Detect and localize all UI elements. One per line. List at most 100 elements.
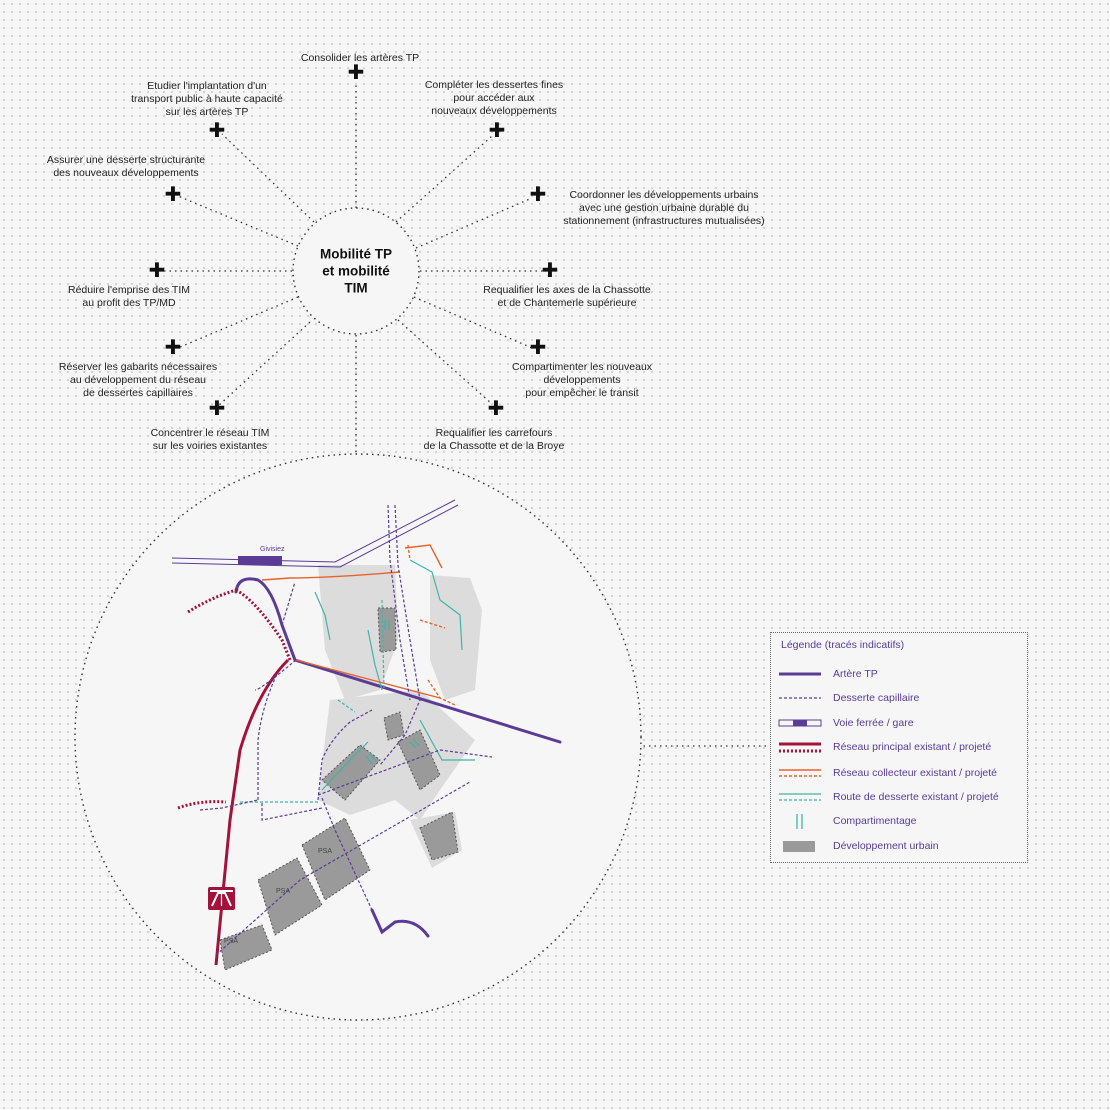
legend-item: Artère TP bbox=[771, 666, 1027, 684]
developpement-urbain-icon bbox=[783, 841, 815, 852]
center-hub-circle bbox=[292, 207, 420, 335]
development-block bbox=[377, 607, 397, 653]
reseau-collecteur-projete bbox=[407, 544, 411, 561]
rail-line bbox=[171, 504, 459, 568]
legend-item-label: Desserte capillaire bbox=[833, 692, 920, 704]
compartimentage-marks bbox=[365, 620, 420, 765]
reseau-collecteur bbox=[261, 544, 456, 706]
action-label: Requalifier les axes de la Chassotte et … bbox=[483, 284, 651, 309]
artere-tp bbox=[234, 577, 562, 744]
plus-icon: ✚ bbox=[148, 260, 166, 282]
development-block bbox=[301, 817, 371, 901]
desserte-capillaire-line bbox=[317, 709, 373, 801]
action-label: Compléter les dessertes fines pour accéd… bbox=[424, 79, 564, 117]
action-label: Etudier l'implantation d'un transport pu… bbox=[131, 80, 283, 118]
development-block bbox=[419, 811, 459, 861]
desserte-capillaire-line bbox=[257, 671, 279, 800]
spoke bbox=[221, 133, 315, 223]
legend-item: Voie ferrée / gare bbox=[771, 715, 1027, 733]
built-zone bbox=[430, 575, 482, 700]
reseau-principal bbox=[177, 588, 292, 966]
desserte-capillaire-line bbox=[387, 504, 411, 701]
desserte-capillaire-line bbox=[215, 781, 471, 956]
desserte-capillaire-icon bbox=[779, 697, 821, 699]
railway bbox=[171, 499, 459, 568]
action-label: Réduire l'emprise des TIM au profit des … bbox=[67, 284, 191, 309]
plus-icon: ✚ bbox=[487, 398, 505, 420]
legend-item-label: Compartimentage bbox=[833, 815, 917, 827]
desserte-capillaire-line bbox=[317, 749, 493, 796]
route-desserte-existant bbox=[419, 719, 475, 761]
legend-item: Développement urbain bbox=[771, 838, 1027, 856]
development-block bbox=[321, 744, 381, 801]
development-blocks bbox=[219, 607, 459, 971]
desserte-capillaire bbox=[199, 504, 493, 956]
spoke bbox=[397, 319, 493, 405]
action-label: Réserver les gabarits nécessaires au dév… bbox=[58, 361, 218, 399]
spoke bbox=[415, 197, 533, 249]
route-desserte-projete bbox=[381, 599, 385, 691]
compartimentage-mark bbox=[409, 741, 417, 749]
plus-icon: ✚ bbox=[208, 120, 226, 142]
plus-icon: ✚ bbox=[347, 62, 365, 84]
legend-title: Légende (tracés indicatifs) bbox=[781, 639, 905, 651]
reseau-principal-projete bbox=[187, 588, 237, 614]
route-desserte-existant bbox=[321, 741, 369, 791]
legend-item-label: Voie ferrée / gare bbox=[833, 717, 914, 729]
reseau-principal-icon bbox=[779, 742, 821, 753]
built-zone bbox=[318, 565, 398, 700]
development-block bbox=[383, 711, 405, 741]
reseau-principal-projete bbox=[235, 588, 292, 661]
arteres-tp bbox=[234, 577, 562, 938]
psa-label: PSA bbox=[318, 848, 333, 855]
legend-item-label: Artère TP bbox=[833, 668, 878, 680]
spoke bbox=[177, 195, 299, 247]
desserte-capillaire-line bbox=[321, 797, 373, 911]
reseau-collecteur-existant bbox=[295, 659, 441, 699]
route-desserte-existant bbox=[439, 599, 463, 651]
development-block bbox=[397, 729, 441, 791]
psa-label: PSA bbox=[224, 938, 239, 945]
compartimentage-mark bbox=[412, 738, 420, 746]
desserte-capillaire-line bbox=[254, 659, 297, 691]
reseau-principal-existant bbox=[214, 658, 290, 966]
map bbox=[171, 499, 562, 971]
arterie-tp-icon bbox=[779, 672, 821, 676]
desserte-capillaire-line bbox=[261, 803, 323, 821]
reseau-collecteur-projete bbox=[427, 679, 456, 706]
action-label: Coordonner les développements urbains av… bbox=[563, 189, 765, 227]
plus-icon: ✚ bbox=[541, 260, 559, 282]
psa-label: PSA bbox=[276, 888, 291, 895]
desserte-capillaire-line bbox=[199, 799, 259, 811]
route-desserte-projete bbox=[337, 699, 356, 713]
legend: Légende (tracés indicatifs) Artère TP De… bbox=[770, 632, 1028, 863]
voie-ferree-icon bbox=[778, 719, 822, 727]
plus-icon: ✚ bbox=[529, 184, 547, 206]
plus-icon: ✚ bbox=[208, 398, 226, 420]
legend-item-label: Réseau collecteur existant / projeté bbox=[833, 767, 998, 779]
route-desserte-existant bbox=[409, 559, 441, 601]
artere-tp bbox=[370, 908, 430, 938]
action-label: Consolider les artères TP bbox=[300, 52, 420, 64]
legend-item: Réseau principal existant / projeté bbox=[771, 739, 1027, 757]
reseau-collecteur-projete bbox=[419, 619, 446, 629]
development-block bbox=[219, 924, 273, 971]
plus-icon: ✚ bbox=[164, 184, 182, 206]
motorway-icon bbox=[208, 887, 235, 910]
plus-icon: ✚ bbox=[164, 337, 182, 359]
station-block bbox=[238, 556, 282, 565]
desserte-capillaire-line bbox=[379, 504, 421, 766]
reseau-collecteur-icon bbox=[779, 769, 821, 777]
route-desserte-icon bbox=[779, 793, 821, 801]
action-label: Requalifier les carrefours de la Chassot… bbox=[423, 427, 565, 452]
legend-item: Compartimentage bbox=[771, 813, 1027, 831]
spoke bbox=[395, 135, 493, 223]
legend-item-label: Route de desserte existant / projeté bbox=[833, 791, 999, 803]
plus-icon: ✚ bbox=[488, 120, 506, 142]
spokes bbox=[162, 85, 770, 747]
reseau-collecteur-existant bbox=[261, 571, 401, 581]
action-label: Compartimenter les nouveaux développemen… bbox=[511, 361, 653, 399]
built-zone bbox=[318, 690, 475, 820]
route-desserte bbox=[240, 559, 475, 803]
